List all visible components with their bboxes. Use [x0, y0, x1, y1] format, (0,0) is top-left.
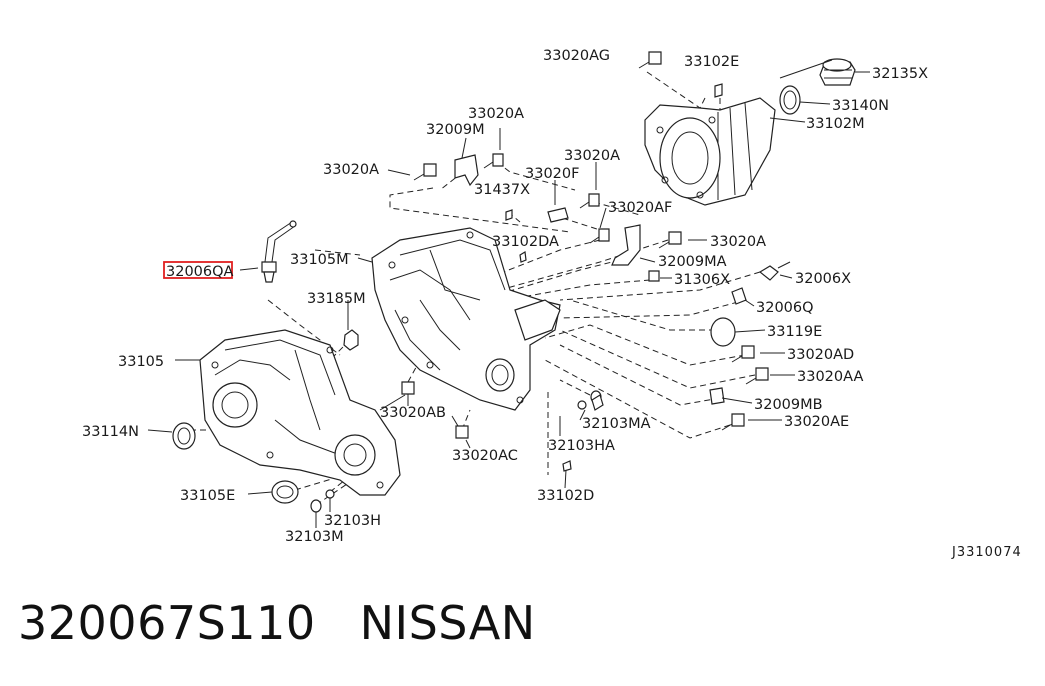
label-33020AF: 33020AF: [608, 200, 672, 216]
label-33020A-top: 33020A: [468, 106, 524, 122]
label-33102M: 33102M: [806, 116, 865, 132]
label-33119E: 33119E: [767, 324, 822, 340]
label-33020A-left: 33020A: [323, 162, 379, 178]
label-32103H: 32103H: [324, 513, 381, 529]
label-33102D: 33102D: [537, 488, 594, 504]
label-33140N: 33140N: [832, 98, 889, 114]
label-31306X: 31306X: [674, 272, 730, 288]
bolts: [401, 51, 769, 439]
transfer-case-33105: [199, 329, 401, 496]
caption-brand: NISSAN: [359, 596, 536, 650]
label-32103M: 32103M: [285, 529, 344, 545]
label-32009MB: 32009MB: [754, 397, 823, 413]
label-33114N: 33114N: [82, 424, 139, 440]
label-33020AA: 33020AA: [797, 369, 863, 385]
diagram-ref-code: J3310074: [951, 545, 1022, 560]
small-parts: [310, 83, 736, 513]
label-33020A-right: 33020A: [710, 234, 766, 250]
dust-boot-32135X: [819, 58, 856, 86]
label-31437X: 31437X: [474, 182, 530, 198]
label-32103MA: 32103MA: [582, 416, 651, 432]
product-caption: 320067S110 NISSAN: [18, 596, 536, 650]
label-32103HA: 32103HA: [548, 438, 615, 454]
label-32006QA: 32006QA: [166, 264, 234, 280]
label-32006Q: 32006Q: [756, 300, 814, 316]
part-labels: 33020AG 33102E 32135X 33140N 33102M 3302…: [82, 48, 1022, 560]
label-32006X: 32006X: [795, 271, 851, 287]
oil-seal-33140N: [779, 85, 801, 115]
assembly-dash-lines: [190, 71, 761, 506]
bracket-33020F: [547, 207, 569, 223]
sensor-32006X: [758, 261, 791, 281]
label-33020AD: 33020AD: [787, 347, 854, 363]
label-33020AB: 33020AB: [380, 405, 446, 421]
leader-lines: [147, 59, 870, 528]
label-33102DA: 33102DA: [492, 234, 559, 250]
extension-housing-33102M: [644, 97, 776, 206]
label-32135X: 32135X: [872, 66, 928, 82]
label-33020AE: 33020AE: [784, 414, 849, 430]
transfer-case-33105M: [371, 227, 561, 411]
sensor-32006Q: [731, 287, 747, 305]
bracket-32009M: [454, 154, 479, 187]
label-33105: 33105: [118, 354, 164, 370]
label-33020F: 33020F: [525, 166, 579, 182]
label-33102E: 33102E: [684, 54, 739, 70]
bracket-32009MA: [611, 224, 641, 266]
label-32009M: 32009M: [426, 122, 485, 138]
exploded-parts-diagram: 33020AG 33102E 32135X 33140N 33102M 3302…: [82, 48, 1022, 560]
label-33185M: 33185M: [307, 291, 366, 307]
label-32009MA: 32009MA: [658, 254, 727, 270]
label-33020A-mid: 33020A: [564, 148, 620, 164]
label-33020AG: 33020AG: [543, 48, 610, 64]
caption-part-number: 320067S110: [18, 596, 316, 650]
label-33105E: 33105E: [180, 488, 235, 504]
sensor-32006QA: [261, 220, 297, 283]
label-33105M: 33105M: [290, 252, 349, 268]
oil-seal-33114N: [172, 422, 196, 450]
part-highlight-box: [163, 261, 233, 279]
oil-seal-33105E: [271, 480, 299, 504]
label-33020AC: 33020AC: [452, 448, 518, 464]
